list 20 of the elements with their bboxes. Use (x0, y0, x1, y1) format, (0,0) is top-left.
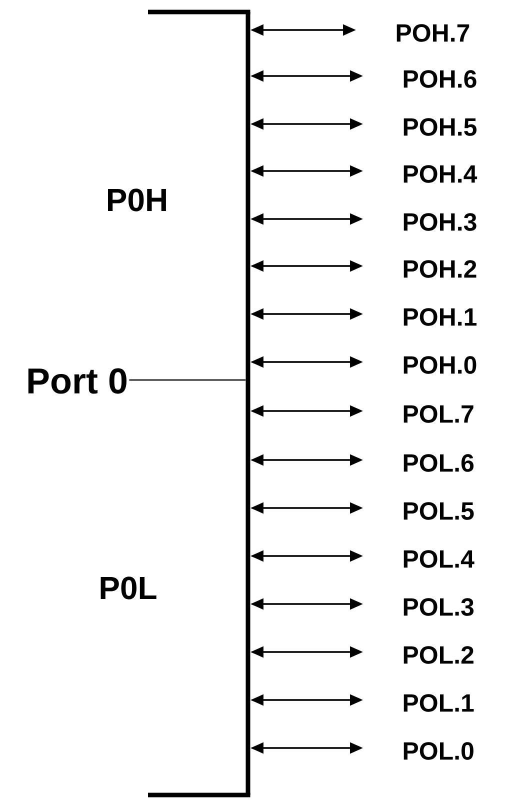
pin-label: POH.2 (404, 260, 476, 278)
pin-label: POL.4 (404, 550, 474, 568)
pin-label: POH.5 (404, 118, 477, 136)
pin-label: POL.2 (404, 646, 474, 664)
pin-label: POL.6 (404, 454, 474, 472)
pin-label: POL.3 (404, 598, 474, 616)
pin-label: POH.7 (396, 24, 470, 42)
connector-line (129, 379, 246, 381)
pin-label: POL.5 (404, 502, 474, 520)
group-label: P0L (100, 576, 156, 600)
pin-label: POH.6 (404, 70, 476, 88)
pin-label: POL.1 (404, 694, 474, 712)
pin-label: POL.7 (404, 405, 474, 423)
port-label: Port 0 (28, 368, 126, 394)
pin-label: POH.0 (404, 356, 476, 374)
pin-label: POH.1 (404, 308, 477, 326)
group-label: P0H (108, 188, 166, 212)
pin-label: POL.0 (404, 742, 474, 760)
pin-label: POH.4 (404, 165, 478, 183)
pin-label: POH.3 (404, 213, 476, 231)
